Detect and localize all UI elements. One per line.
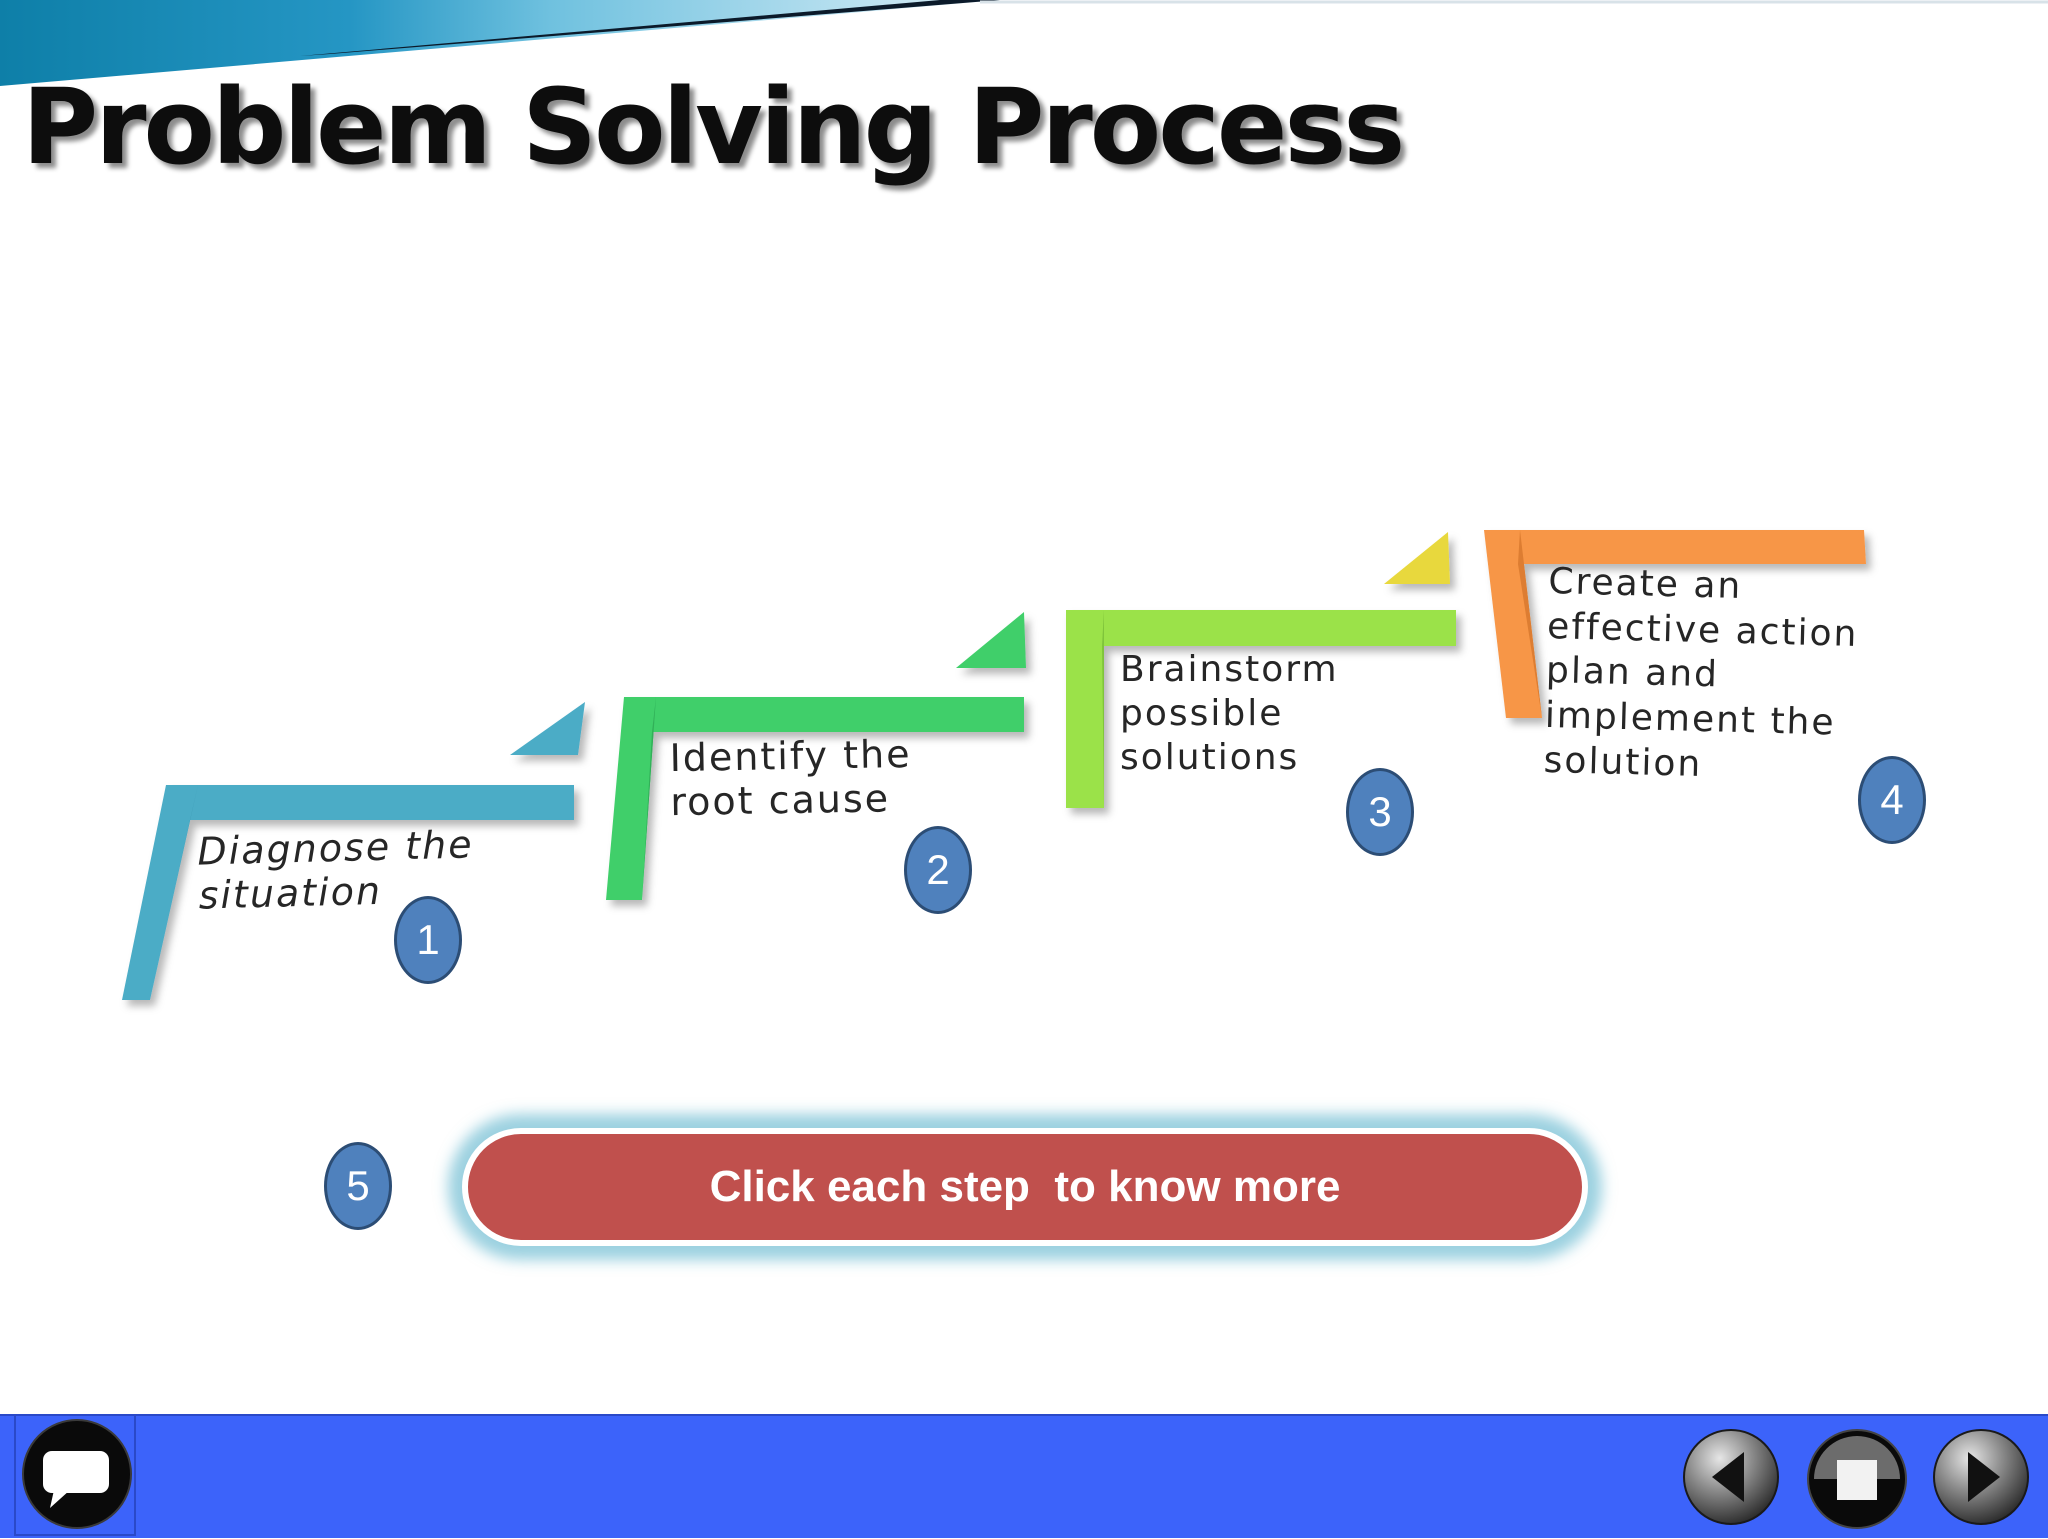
step-3-label-line: Brainstorm — [1120, 649, 1339, 690]
step-3-label[interactable]: Brainstorm possible solutions — [1120, 648, 1339, 780]
stop-button[interactable] — [1806, 1428, 1908, 1530]
step-1-number-badge[interactable]: 1 — [394, 896, 462, 984]
header-band — [0, 0, 2048, 86]
step-3-label-line: possible — [1120, 692, 1284, 734]
step-3-shape[interactable] — [1066, 532, 1456, 808]
step-3-number-badge[interactable]: 3 — [1346, 768, 1414, 856]
step-3-label-line: solutions — [1120, 736, 1300, 778]
step-4-label-line: solution — [1543, 739, 1703, 785]
page-title: Problem Solving Process — [22, 66, 1405, 188]
know-more-button[interactable]: Click each step to know more — [462, 1128, 1588, 1246]
step-4-number-badge[interactable]: 4 — [1858, 756, 1926, 844]
step-2-shape[interactable] — [606, 612, 1026, 900]
step-4-label-line: Create an — [1547, 560, 1743, 608]
step-2-label[interactable]: Identify the root cause — [669, 732, 912, 825]
step-4-label-line: implement the — [1544, 694, 1837, 744]
chat-button[interactable] — [14, 1414, 136, 1536]
step-5-number-badge[interactable]: 5 — [324, 1142, 392, 1230]
step-4-label[interactable]: Create an effective action plan and impl… — [1543, 560, 1860, 791]
step-2-number-badge[interactable]: 2 — [904, 826, 972, 914]
previous-icon — [1712, 1452, 1744, 1502]
step-4-label-line: effective action — [1546, 605, 1859, 655]
next-icon — [1968, 1452, 2000, 1502]
step-2-label-line: root cause — [670, 776, 891, 825]
chat-icon — [22, 1419, 132, 1529]
stop-icon — [1837, 1460, 1877, 1500]
previous-button[interactable] — [1682, 1428, 1780, 1526]
step-1-label-line: Diagnose the — [196, 822, 475, 874]
step-4-shape[interactable] — [1484, 530, 1866, 718]
next-button[interactable] — [1932, 1428, 2030, 1526]
step-4-label-line: plan and — [1545, 650, 1720, 696]
step-2-label-line: Identify the — [669, 731, 912, 781]
step-1-shape[interactable] — [122, 702, 585, 1000]
